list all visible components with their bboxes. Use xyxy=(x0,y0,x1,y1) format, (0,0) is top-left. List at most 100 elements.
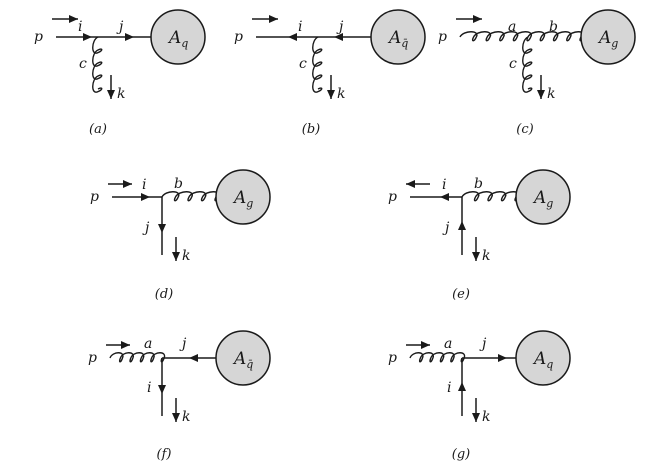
quark-arrow xyxy=(141,193,150,201)
label-k: k xyxy=(117,86,125,102)
label-line-2: j xyxy=(179,336,187,352)
amplitude-label: Ag xyxy=(232,188,253,210)
caption-e: (e) xyxy=(452,287,470,302)
amplitude-circle xyxy=(150,9,206,65)
amplitude-label: Ag xyxy=(597,28,618,50)
caption-a: (a) xyxy=(89,122,107,137)
label-p: p xyxy=(90,189,99,205)
amplitude-label: Ag xyxy=(532,188,553,210)
amplitude-blob: Ag xyxy=(580,9,636,65)
label-p: p xyxy=(234,29,243,45)
outgoing-momentum-arrow-head xyxy=(537,90,545,99)
outgoing-momentum-arrow-head xyxy=(327,90,335,99)
incoming-momentum-arrow xyxy=(456,15,482,23)
outgoing-quark-arrow xyxy=(158,385,166,394)
label-p: p xyxy=(88,350,97,366)
outgoing-momentum-arrow xyxy=(472,237,480,261)
amplitude-subscript: g xyxy=(546,197,553,210)
outgoing-momentum-arrow xyxy=(537,75,545,99)
amplitude-circle xyxy=(515,330,571,386)
incoming-momentum-arrow-head xyxy=(123,180,132,188)
label-k: k xyxy=(182,248,190,264)
label-k: k xyxy=(482,248,490,264)
outgoing-momentum-arrow-head xyxy=(107,90,115,99)
amplitude-subscript: q xyxy=(181,37,188,50)
caption-b: (b) xyxy=(302,122,320,137)
incoming-gluon xyxy=(409,352,466,363)
label-line-3: c xyxy=(299,56,307,72)
incoming-momentum-arrow-head xyxy=(473,15,482,23)
incoming-gluon xyxy=(109,352,166,363)
amplitude-blob: Ag xyxy=(515,169,571,225)
outgoing-quark-arrow xyxy=(458,382,466,391)
label-k: k xyxy=(337,86,345,102)
label-line-3: j xyxy=(442,220,450,236)
amplitude-main: A xyxy=(532,188,546,208)
incoming-momentum-arrow xyxy=(252,15,278,23)
incoming-momentum-arrow-head xyxy=(421,341,430,349)
quark-arrow-out xyxy=(125,33,134,41)
quark-arrow-out xyxy=(334,33,343,41)
label-p: p xyxy=(438,29,447,45)
outgoing-momentum-arrow xyxy=(327,75,335,99)
amplitude-main: A xyxy=(232,188,246,208)
amplitude-subscript: g xyxy=(611,37,618,50)
label-line-3: c xyxy=(509,56,517,72)
emitted-gluon xyxy=(522,36,533,93)
outgoing-momentum-arrow xyxy=(107,75,115,99)
amplitude-main: A xyxy=(597,28,611,48)
caption-c: (c) xyxy=(516,122,533,137)
amplitude-label: Aq xyxy=(532,349,553,371)
label-line-3: c xyxy=(79,56,87,72)
label-line-1: a xyxy=(508,19,516,35)
amplitude-main: A xyxy=(387,28,401,48)
emitted-gluon xyxy=(161,191,221,202)
label-k: k xyxy=(482,409,490,425)
amplitude-blob: Aq xyxy=(515,330,571,386)
label-line-1: a xyxy=(144,336,152,352)
caption-g: (g) xyxy=(452,447,470,462)
quark-arrow xyxy=(440,193,449,201)
amplitude-blob: Aq̄ xyxy=(215,330,271,386)
outgoing-quark-arrow xyxy=(158,224,166,233)
label-line-3: i xyxy=(447,380,451,396)
label-line-3: j xyxy=(142,220,150,236)
label-line-1: i xyxy=(298,19,302,35)
outgoing-momentum-arrow-head xyxy=(472,252,480,261)
diagram-b: p i j c k Aq̄ (b) xyxy=(234,9,426,137)
amplitude-label: Aq xyxy=(167,28,188,50)
label-line-2: j xyxy=(116,19,124,35)
amplitude-label: Aq̄ xyxy=(387,28,408,50)
outgoing-momentum-arrow xyxy=(172,398,180,422)
incoming-momentum-arrow xyxy=(406,180,430,188)
label-line-2: b xyxy=(549,19,558,35)
amplitude-circle xyxy=(215,169,271,225)
quark-arrow-in xyxy=(83,33,92,41)
outgoing-momentum-arrow xyxy=(172,237,180,261)
quark-arrow xyxy=(498,354,507,362)
label-line-2: j xyxy=(336,19,344,35)
diagram-c: p a b c k Ag (c) xyxy=(438,9,636,137)
amplitude-main: A xyxy=(167,28,181,48)
outgoing-momentum-arrow-head xyxy=(172,252,180,261)
label-k: k xyxy=(547,86,555,102)
outgoing-momentum-arrow-head xyxy=(172,413,180,422)
label-line-1: i xyxy=(442,177,446,193)
outgoing-quark-arrow xyxy=(458,221,466,230)
incoming-momentum-arrow xyxy=(108,180,132,188)
label-line-3: i xyxy=(147,380,151,396)
amplitude-circle xyxy=(580,9,636,65)
amplitude-blob: Aq̄ xyxy=(370,9,426,65)
label-p: p xyxy=(388,189,397,205)
label-line-2: b xyxy=(174,176,183,192)
caption-f: (f) xyxy=(157,447,172,462)
amplitude-main: A xyxy=(232,349,246,369)
incoming-momentum-arrow xyxy=(406,341,430,349)
quark-arrow xyxy=(189,354,198,362)
incoming-momentum-arrow xyxy=(52,15,78,23)
